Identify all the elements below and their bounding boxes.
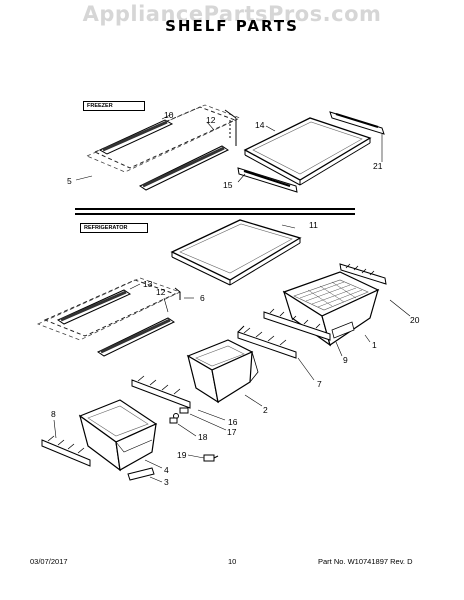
callout-21: 21 (373, 161, 383, 171)
freezer-glass-shelf (243, 117, 372, 186)
watermark: AppliancePartsPros.com (82, 2, 382, 26)
callout-12b: 12 (156, 287, 166, 297)
callout-16: 16 (228, 417, 238, 427)
part-7-rail (237, 325, 297, 359)
callout-15: 15 (223, 180, 233, 190)
part-1-crisper-drawer (282, 271, 380, 347)
refrigerator-section-label: REFRIGERATOR (80, 223, 148, 233)
callout-8: 8 (51, 409, 56, 419)
refrigerator-shelf-assembly (36, 277, 182, 357)
callout-13: 13 (143, 279, 153, 289)
section-divider-top (75, 208, 355, 210)
part-19-fastener (203, 454, 219, 462)
callout-11: 11 (309, 220, 318, 230)
callout-1: 1 (372, 340, 377, 350)
callout-2: 2 (263, 405, 268, 415)
part-4-drawer (78, 399, 158, 472)
callout-14: 14 (255, 120, 265, 130)
footer-page-number: 10 (228, 557, 237, 566)
part-20-rail (339, 263, 387, 285)
freezer-shelf-assembly (85, 104, 242, 191)
part-8-rail (41, 435, 91, 467)
part-18-clip (169, 417, 178, 424)
footer-part-number: Part No. W10741897 Rev. D (318, 557, 413, 566)
callout-6: 6 (200, 293, 205, 303)
part-9-rail (263, 308, 331, 341)
callout-10: 10 (164, 110, 174, 120)
part-3-foot (127, 467, 155, 481)
part-16-rail (131, 375, 191, 409)
callout-5: 5 (67, 176, 72, 186)
part-21-rail (329, 111, 385, 162)
callout-7: 7 (317, 379, 322, 389)
part-17-clip (173, 407, 189, 419)
part-15-bracket (237, 167, 298, 193)
callout-19: 19 (177, 450, 187, 460)
refrigerator-glass-shelf (170, 219, 302, 286)
callout-3: 3 (164, 477, 169, 487)
freezer-section-label: FREEZER (83, 101, 145, 111)
callout-20: 20 (410, 315, 420, 325)
callout-18: 18 (198, 432, 208, 442)
section-divider-bottom (75, 213, 355, 215)
footer-date: 03/07/2017 (30, 557, 68, 566)
callout-12: 12 (206, 115, 216, 125)
callout-9: 9 (343, 355, 348, 365)
part-2-drawer (186, 339, 259, 404)
page-title: SHELF PARTS (165, 17, 299, 35)
callout-17: 17 (227, 427, 237, 437)
callout-4: 4 (164, 465, 169, 475)
